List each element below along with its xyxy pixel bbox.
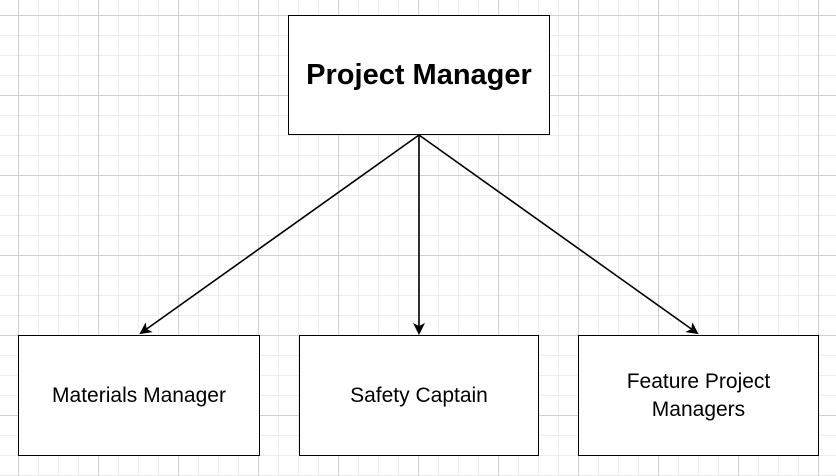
node-label-materials-manager: Materials Manager [52, 383, 226, 407]
edge-project-manager-to-materials-manager [139, 134, 420, 335]
node-label-feature-project-managers: Feature Project Managers [626, 369, 771, 421]
node-label-safety-captain: Safety Captain [350, 383, 488, 407]
edge-project-manager-to-feature-project-managers [418, 134, 699, 335]
node-feature-project-managers[interactable]: Feature Project Managers [578, 335, 819, 456]
node-label-project-manager: Project Manager [306, 58, 532, 91]
node-safety-captain[interactable]: Safety Captain [299, 335, 539, 456]
node-project-manager[interactable]: Project Manager [288, 15, 550, 135]
node-materials-manager[interactable]: Materials Manager [18, 335, 260, 456]
